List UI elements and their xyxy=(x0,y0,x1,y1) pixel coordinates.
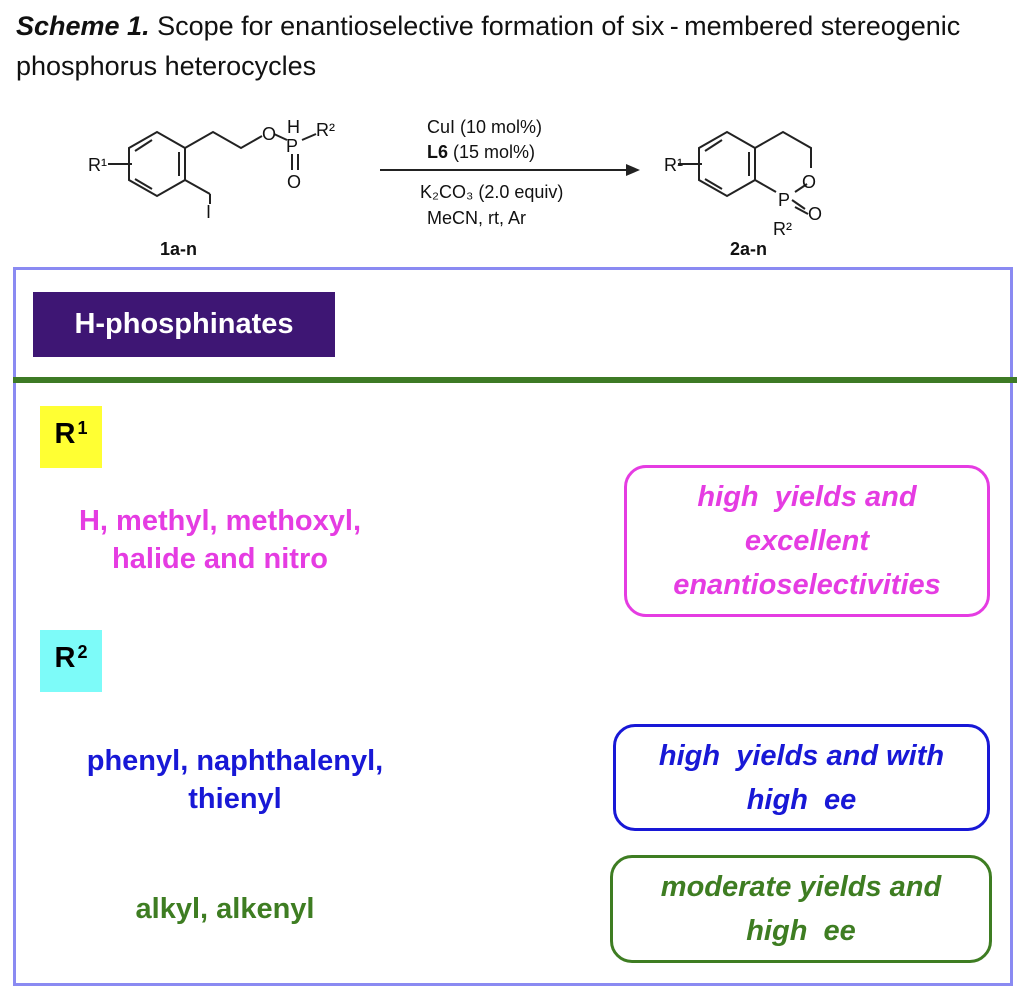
r2-alkyl-result-line: high ee xyxy=(746,915,856,947)
header-divider xyxy=(13,377,1017,383)
product-r2-label: R² xyxy=(773,219,792,239)
r1-tag-letter: R xyxy=(54,418,76,450)
r2-tag-sup: 2 xyxy=(77,642,88,662)
reactant-ester-oxygen: O xyxy=(262,124,276,144)
condition-ligand: L6 (15 mol%) xyxy=(427,142,535,162)
reaction-scheme: R¹ I O H P R² O 1a-n CuI (10 mol%) L6 (1… xyxy=(0,108,1029,273)
condition-catalyst: CuI (10 mol%) xyxy=(427,117,542,137)
product-p-oxygen: O xyxy=(808,204,822,224)
reactant-structure xyxy=(108,130,317,204)
reaction-scheme-svg: R¹ I O H P R² O 1a-n CuI (10 mol%) L6 (1… xyxy=(88,117,822,259)
condition-ligand-loading: (15 mol%) xyxy=(448,142,535,162)
condition-ligand-name: L6 xyxy=(427,142,448,162)
r2-alkyl-substituents: alkyl, alkenyl xyxy=(95,890,355,928)
condition-base: K₂CO₃ (2.0 equiv) xyxy=(420,182,563,202)
r2-alkyl-result-box: moderate yields and high ee xyxy=(610,855,992,963)
reactant-p-oxygen: O xyxy=(287,172,301,192)
r1-result-line: excellent xyxy=(744,525,870,557)
scheme-caption: Scheme 1. Scope for enantioselective for… xyxy=(16,6,1016,86)
condition-solvent: MeCN, rt, Ar xyxy=(427,208,526,228)
product-p-label: P xyxy=(778,190,790,210)
r1-substituents-line: H, methyl, methoxyl, xyxy=(78,505,361,537)
r1-substituents-line: halide and nitro xyxy=(112,543,328,575)
r2-aryl-substituents: phenyl, naphthalenyl, thienyl xyxy=(25,742,445,818)
reactant-h-label: H xyxy=(287,117,300,137)
caption-label: Scheme 1. xyxy=(16,11,150,41)
product-structure xyxy=(678,130,812,215)
r2-aryl-result-box: high yields and with high ee xyxy=(613,724,990,831)
reaction-arrow xyxy=(380,164,640,176)
r2-aryl-result-line: high ee xyxy=(746,783,857,816)
reactant-iodo-label: I xyxy=(206,202,211,222)
reactant-p-label: P xyxy=(286,136,298,156)
r1-result-line: enantioselectivities xyxy=(673,569,941,601)
product-benzene-ring xyxy=(698,130,756,198)
r1-tag-sup: 1 xyxy=(77,418,88,438)
r2-aryl-line: phenyl, naphthalenyl, xyxy=(86,745,384,777)
r2-aryl-line: thienyl xyxy=(188,783,282,815)
reactant-id: 1a-n xyxy=(160,239,197,259)
r1-result-box: high yields and excellent enantioselecti… xyxy=(624,465,990,617)
r1-substituents: H, methyl, methoxyl, halide and nitro xyxy=(25,502,415,578)
r2-alkyl-result-line: moderate yields and xyxy=(660,871,942,903)
caption-text: Scope for enantioselective formation of … xyxy=(16,11,961,81)
product-r1-label: R¹ xyxy=(664,155,683,175)
reactant-benzene-ring xyxy=(128,130,186,198)
substrate-class-label: H-phosphinates xyxy=(74,308,294,340)
scope-frame xyxy=(13,267,1013,986)
product-id: 2a-n xyxy=(730,239,767,259)
r1-result-line: high yields and xyxy=(697,481,917,513)
reactant-r1-label: R¹ xyxy=(88,155,107,175)
r2-tag-letter: R xyxy=(54,642,76,674)
r2-aryl-result-line: high yields and with xyxy=(658,739,945,772)
r2-alkyl-line: alkyl, alkenyl xyxy=(135,893,315,925)
product-ring-oxygen: O xyxy=(802,172,816,192)
substrate-class-header: H-phosphinates xyxy=(33,292,335,357)
reactant-r2-label: R² xyxy=(316,120,335,140)
